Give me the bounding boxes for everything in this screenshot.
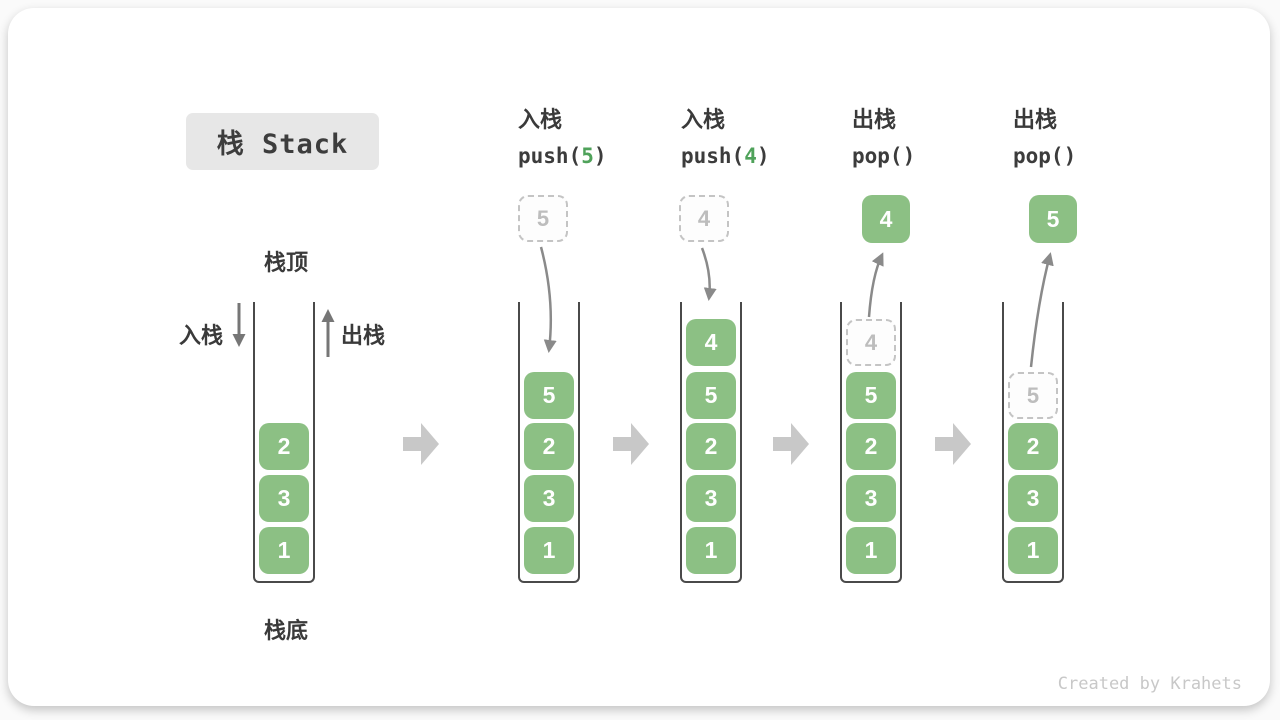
op-label: 入栈 [681, 107, 726, 132]
op-code: push(4) [681, 144, 770, 168]
stack-item: 3 [524, 475, 574, 522]
op-header-push-5: 入栈 push(5) [518, 106, 607, 170]
op-code-arg: 4 [744, 144, 757, 168]
stack-item: 4 [686, 319, 736, 366]
stack-top-label: 栈顶 [263, 250, 308, 275]
ghost-item: 5 [1008, 372, 1058, 419]
stack-container-initial: 2 3 1 [253, 302, 315, 583]
op-code: pop() [1013, 144, 1077, 168]
popped-value-5: 5 [1029, 195, 1077, 243]
stack-item: 3 [259, 475, 309, 522]
figure-title-box: 栈 Stack [186, 113, 379, 170]
figure-title: 栈 Stack [216, 129, 349, 160]
stack-bottom-label: 栈底 [263, 618, 308, 643]
stack-item: 3 [1008, 475, 1058, 522]
stack-item: 3 [846, 475, 896, 522]
op-header-pop-first: 出栈 pop() [852, 106, 915, 170]
stack-container-after-push-4: 4 5 2 3 1 [680, 302, 742, 583]
stack-item: 2 [1008, 423, 1058, 470]
stack-item: 1 [846, 527, 896, 574]
op-code: push(5) [518, 144, 607, 168]
stack-item: 5 [524, 372, 574, 419]
floating-push-value-4: 4 [679, 195, 729, 242]
op-code-arg: 5 [581, 144, 594, 168]
push-side-label: 入栈 [179, 323, 224, 348]
op-code: pop() [852, 144, 916, 168]
op-label: 出栈 [1013, 107, 1058, 132]
stack-container-after-push-5: 5 2 3 1 [518, 302, 580, 583]
stack-item: 2 [686, 423, 736, 470]
stack-container-after-pop-4: 4 5 2 3 1 [840, 302, 902, 583]
watermark: Created by Krahets [1057, 674, 1242, 694]
stack-item: 1 [1008, 527, 1058, 574]
stack-item: 1 [524, 527, 574, 574]
op-label: 入栈 [518, 107, 563, 132]
op-label: 出栈 [852, 107, 897, 132]
popped-value-4: 4 [862, 195, 910, 243]
stack-item: 5 [686, 372, 736, 419]
op-header-push-4: 入栈 push(4) [681, 106, 770, 170]
stack-item: 2 [524, 423, 574, 470]
op-header-pop-second: 出栈 pop() [1013, 106, 1076, 170]
stack-item: 2 [846, 423, 896, 470]
stack-item: 1 [259, 527, 309, 574]
stack-item: 1 [686, 527, 736, 574]
ghost-item: 4 [846, 319, 896, 366]
stack-item: 2 [259, 423, 309, 470]
stack-container-after-pop-5: 5 2 3 1 [1002, 302, 1064, 583]
pop-side-label: 出栈 [341, 323, 386, 348]
stack-item: 3 [686, 475, 736, 522]
stack-item: 5 [846, 372, 896, 419]
floating-push-value-5: 5 [518, 195, 568, 242]
